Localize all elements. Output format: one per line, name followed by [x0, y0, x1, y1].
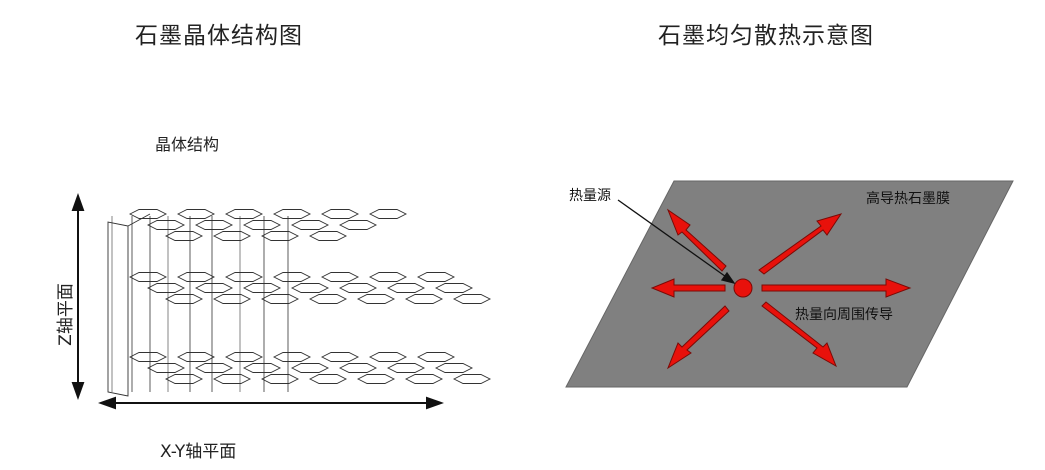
lattice-hexagon: [224, 352, 264, 362]
lattice-hexagon: [194, 283, 234, 293]
arrow-lower-left: [666, 305, 730, 370]
lattice-hexagon: [368, 272, 408, 282]
lattice-hexagon: [260, 231, 300, 241]
lattice-hexagon: [224, 209, 264, 219]
graphite-film-label: 高导热石墨膜: [866, 190, 950, 207]
lattice-hexagon: [386, 363, 426, 373]
lattice-hexagon: [164, 294, 204, 304]
lattice-hexagon: [404, 374, 444, 384]
heat-flow-arrows: [650, 208, 912, 370]
lattice-hexagon: [290, 363, 330, 373]
lattice-hexagon: [416, 272, 456, 282]
lattice-hexagon: [242, 363, 282, 373]
lattice-hexagon: [368, 209, 408, 219]
crystal-edge-outline: [107, 213, 151, 397]
arrow-left: [650, 278, 726, 298]
lattice-hexagon: [356, 294, 396, 304]
lattice-hexagon: [212, 374, 252, 384]
lattice-hexagon: [146, 220, 186, 230]
lattice-hexagon: [338, 220, 378, 230]
lattice-hexagon: [386, 283, 426, 293]
lattice-hexagon: [290, 220, 330, 230]
lattice-hexagon: [356, 374, 396, 384]
heat-source-dot: [733, 278, 753, 298]
graphite-film-sheet: [565, 180, 1014, 388]
heat-source-label: 热量源: [569, 188, 611, 204]
arrow-upper-left: [666, 208, 727, 272]
arrow-lower-right: [761, 301, 837, 368]
lattice-hexagon: [452, 294, 492, 304]
lattice-hexagon: [242, 283, 282, 293]
lattice-hexagon: [404, 294, 444, 304]
lattice-hexagon: [452, 374, 492, 384]
lattice-hexagon: [194, 220, 234, 230]
lattice-hexagon: [338, 283, 378, 293]
lattice-hexagon: [434, 283, 474, 293]
crystal-structure-label: 晶体结构: [155, 135, 220, 154]
lattice-hexagon: [176, 352, 216, 362]
lattice-hexagon: [308, 374, 348, 384]
lattice-hexagon: [320, 209, 360, 219]
graphite-crystal-structure-title: 石墨晶体结构图: [135, 23, 303, 49]
hexagonal-lattice-layers: [107, 209, 492, 397]
lattice-hexagon: [272, 272, 312, 282]
lattice-hexagon: [260, 294, 300, 304]
xy-axis-arrow: [98, 396, 444, 410]
lattice-hexagon: [164, 231, 204, 241]
graphite-heat-dissipation-title: 石墨均匀散热示意图: [658, 23, 874, 49]
lattice-hexagon: [308, 231, 348, 241]
lattice-hexagon: [176, 209, 216, 219]
lattice-hexagon: [320, 352, 360, 362]
lattice-hexagon: [338, 363, 378, 373]
lattice-hexagon: [260, 374, 300, 384]
lattice-hexagon: [128, 352, 168, 362]
lattice-hexagon: [128, 209, 168, 219]
heat-conduction-label: 热量向周围传导: [795, 307, 893, 323]
lattice-hexagon: [212, 231, 252, 241]
z-axis-arrow: [71, 193, 85, 400]
arrow-right: [761, 278, 912, 298]
lattice-hexagon: [368, 352, 408, 362]
lattice-hexagon: [212, 294, 252, 304]
lattice-hexagon: [164, 374, 204, 384]
xy-axis-plane-label: X-Y轴平面: [160, 442, 237, 462]
lattice-hexagon: [308, 294, 348, 304]
lattice-hexagon: [176, 272, 216, 282]
lattice-hexagon: [242, 220, 282, 230]
lattice-hexagon: [272, 209, 312, 219]
lattice-hexagon: [224, 272, 264, 282]
lattice-hexagon: [416, 352, 456, 362]
lattice-hexagon: [320, 272, 360, 282]
arrow-upper-right: [758, 213, 843, 275]
lattice-hexagon: [128, 272, 168, 282]
lattice-hexagon: [146, 363, 186, 373]
lattice-hexagon: [194, 363, 234, 373]
lattice-hexagon: [434, 363, 474, 373]
lattice-hexagon: [146, 283, 186, 293]
lattice-hexagon: [290, 283, 330, 293]
heat-source-pointer: [617, 199, 736, 285]
lattice-hexagon: [272, 352, 312, 362]
